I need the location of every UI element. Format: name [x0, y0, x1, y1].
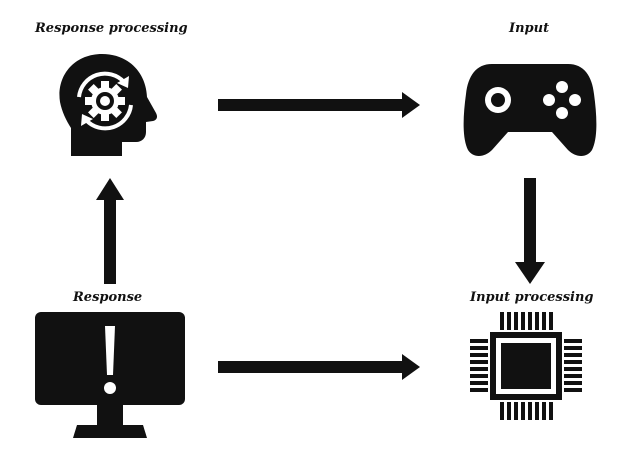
- label-response-processing: Response processing: [35, 21, 188, 36]
- arrow-response-to-response-processing: [96, 178, 124, 284]
- gamepad-icon: [463, 64, 597, 156]
- node-input-processing: [470, 312, 582, 420]
- label-input-processing: Input processing: [470, 290, 594, 305]
- node-response: [35, 312, 185, 442]
- arrow-response-processing-to-input: [218, 92, 420, 118]
- cpu-chip-icon: [470, 312, 582, 420]
- head-gear-cycle-icon: [59, 54, 157, 156]
- arrow-response-to-input-processing: [218, 354, 420, 380]
- node-input: [462, 54, 598, 160]
- monitor-alert-icon: [35, 312, 185, 438]
- label-input: Input: [509, 21, 550, 36]
- node-response-processing: [52, 50, 168, 160]
- arrow-input-to-input-processing: [515, 178, 545, 284]
- label-response: Response: [73, 290, 143, 305]
